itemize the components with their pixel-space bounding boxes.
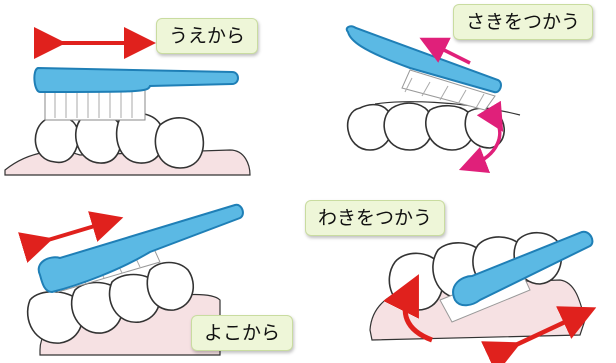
panel-heel: [369, 230, 597, 363]
double-arrow-icon-side: [18, 211, 124, 263]
curved-arrow-icon: [458, 100, 504, 174]
toothbrush-top: [33, 66, 239, 94]
double-arrow-icon-heel: [481, 306, 597, 363]
label-heel: わきをつかう: [305, 200, 446, 236]
panel-top: [4, 27, 251, 176]
panel-side: [18, 203, 244, 356]
label-side: よこから: [191, 315, 294, 351]
teeth-group-back: [346, 102, 505, 151]
arrow-icon-up: [419, 37, 471, 65]
teeth-group-side: [26, 261, 195, 344]
label-top: うえから: [156, 18, 259, 54]
panel-back: [345, 25, 521, 174]
toothbrush-heel: [452, 230, 594, 307]
label-back: さきをつかう: [453, 4, 594, 40]
curved-arrow-icon-heel: [383, 274, 433, 343]
bristles-top: [44, 87, 146, 121]
